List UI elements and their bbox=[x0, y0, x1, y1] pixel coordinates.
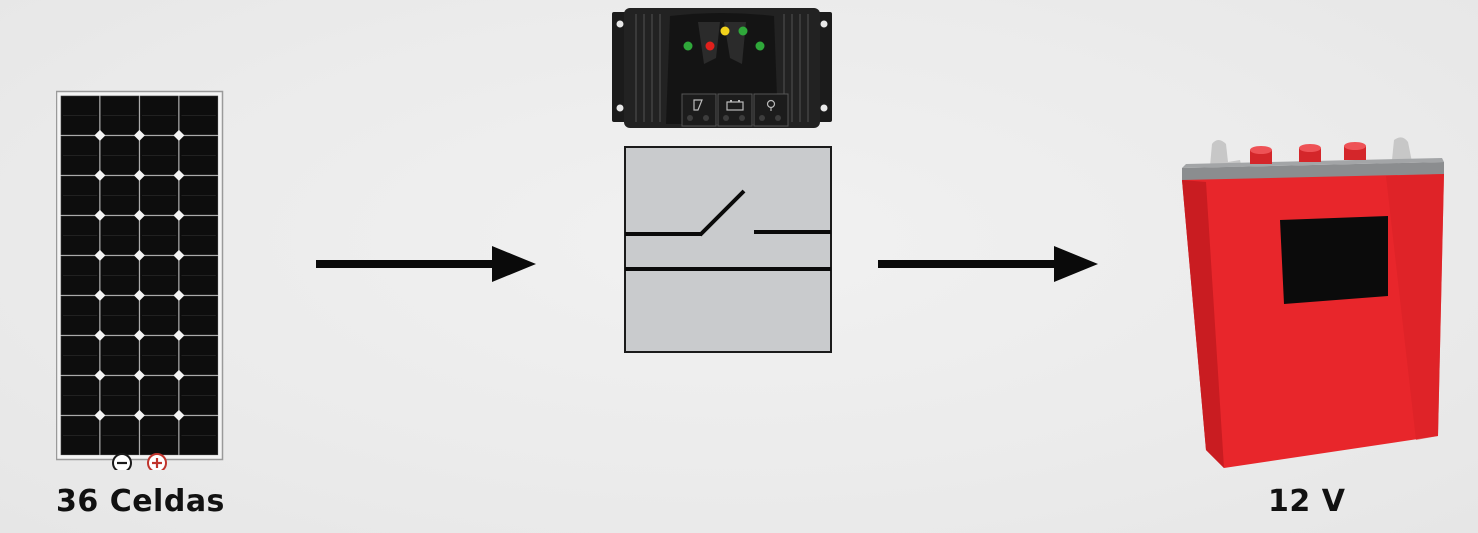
led-yellow bbox=[720, 26, 730, 36]
battery-window bbox=[1280, 216, 1388, 304]
panel-label: 36 Celdas bbox=[56, 484, 225, 519]
led-green-1 bbox=[683, 41, 693, 51]
bulb-icon bbox=[766, 99, 776, 111]
cell-corner-gap bbox=[173, 209, 185, 221]
cell-corner-gap bbox=[94, 329, 106, 341]
battery-icon bbox=[726, 100, 744, 111]
cell-corner-gap bbox=[173, 169, 185, 181]
cell-corner-gap bbox=[173, 129, 185, 141]
solar-cells bbox=[60, 95, 219, 456]
battery-label: 12 V bbox=[1268, 484, 1346, 519]
cell-corner-gap bbox=[133, 249, 145, 261]
cell-corner-gap bbox=[133, 169, 145, 181]
cell-corner-gap bbox=[94, 289, 106, 301]
switch-lever bbox=[698, 189, 746, 237]
led-green-3 bbox=[755, 41, 765, 51]
cell-corner-gap bbox=[94, 129, 106, 141]
panel-terminals bbox=[112, 453, 167, 470]
cell-corner-gap bbox=[173, 249, 185, 261]
charge-controller bbox=[612, 8, 832, 128]
cell-corner-gap bbox=[133, 129, 145, 141]
led-green-2 bbox=[738, 26, 748, 36]
controller-to-battery-arrow bbox=[878, 246, 1098, 282]
cell-corner-gap bbox=[133, 409, 145, 421]
cell-corner-gap bbox=[94, 249, 106, 261]
panel-to-controller-arrow bbox=[316, 246, 536, 282]
cell-corner-gap bbox=[133, 329, 145, 341]
cell-corner-gap bbox=[133, 209, 145, 221]
cell-corner-gap bbox=[173, 329, 185, 341]
battery bbox=[1182, 137, 1444, 468]
switch-symbol bbox=[624, 146, 832, 353]
cell-corner-gap bbox=[94, 209, 106, 221]
cell-corner-gap bbox=[173, 369, 185, 381]
cell-corner-gap bbox=[94, 409, 106, 421]
panel-icon bbox=[693, 99, 703, 111]
cell-corner-gap bbox=[173, 289, 185, 301]
led-red bbox=[705, 41, 715, 51]
cell-corner-gap bbox=[173, 409, 185, 421]
cell-corner-gap bbox=[94, 169, 106, 181]
solar-panel bbox=[56, 90, 224, 470]
battery-terminals bbox=[1250, 142, 1366, 164]
cell-corner-gap bbox=[133, 369, 145, 381]
cell-corner-gap bbox=[94, 369, 106, 381]
cell-corner-gap bbox=[133, 289, 145, 301]
